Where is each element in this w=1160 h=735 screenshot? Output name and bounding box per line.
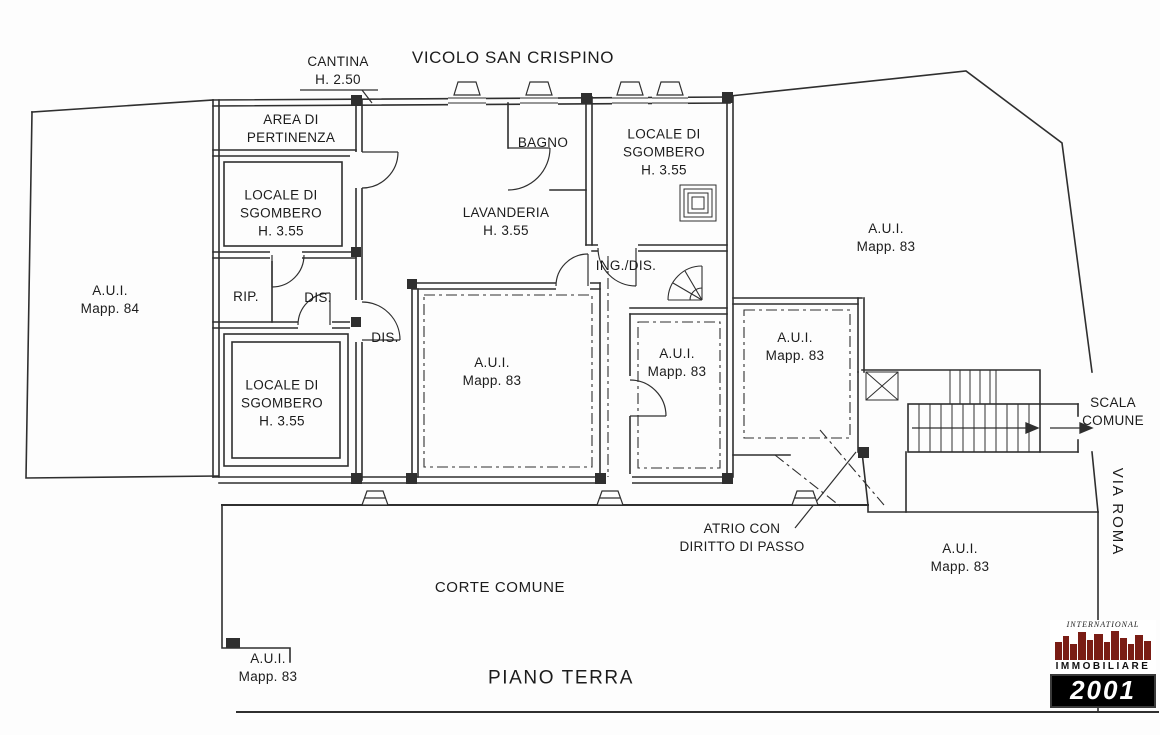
street-label-vicolo-san-crispino: VICOLO SAN CRISPINO <box>411 47 615 67</box>
room-label-locale-sgombero-nord: LOCALE DI SGOMBERO H. 3.55 <box>623 126 705 177</box>
floor-title-piano-terra: PIANO TERRA <box>487 667 635 689</box>
parcel-label-aui-83-mid: A.U.I. Mapp. 83 <box>647 346 707 379</box>
room-label-dis-a: DIS. <box>304 290 332 306</box>
room-label-lavanderia: LAVANDERIA H. 3.55 <box>462 205 550 238</box>
logo-international-text: INTERNATIONAL <box>1066 620 1140 629</box>
street-label-via-roma: VIA ROMA <box>1108 467 1126 557</box>
room-label-cantina: CANTINA H. 2.50 <box>307 54 369 87</box>
courtyard-label-corte-comune: CORTE COMUNE <box>434 579 566 597</box>
room-label-dis-b: DIS. <box>371 330 399 346</box>
room-label-locale-sgombero-ovest: LOCALE DI SGOMBERO H. 3.55 <box>240 187 322 238</box>
room-label-area-pertinenza: AREA DI PERTINENZA <box>246 112 336 145</box>
room-label-locale-sgombero-sud: LOCALE DI SGOMBERO H. 3.55 <box>241 377 323 428</box>
logo-year-2001: 2001 <box>1050 674 1156 708</box>
parcel-label-aui-83-est: A.U.I. Mapp. 83 <box>765 330 825 363</box>
room-label-bagno: BAGNO <box>517 135 569 151</box>
parcel-label-aui-83-sw: A.U.I. Mapp. 83 <box>238 651 298 684</box>
room-label-ing-dis: ING./DIS. <box>595 258 657 274</box>
parcel-label-aui-83-centro: A.U.I. Mapp. 83 <box>462 355 522 388</box>
parcel-label-aui-84: A.U.I. Mapp. 84 <box>80 283 140 316</box>
parcel-label-aui-83-se: A.U.I. Mapp. 83 <box>930 541 990 574</box>
room-label-atrio: ATRIO CON DIRITTO DI PASSO <box>679 521 805 554</box>
agency-logo: INTERNATIONAL IMMOBILIARE 2001 <box>1050 620 1156 708</box>
parcel-label-aui-83-ne: A.U.I. Mapp. 83 <box>856 221 916 254</box>
logo-skyline-icon <box>1055 631 1151 660</box>
room-label-scala-comune: SCALA COMUNE <box>1082 395 1144 428</box>
logo-immobiliare-text: IMMOBILIARE <box>1055 661 1151 672</box>
room-label-rip: RIP. <box>233 289 259 305</box>
